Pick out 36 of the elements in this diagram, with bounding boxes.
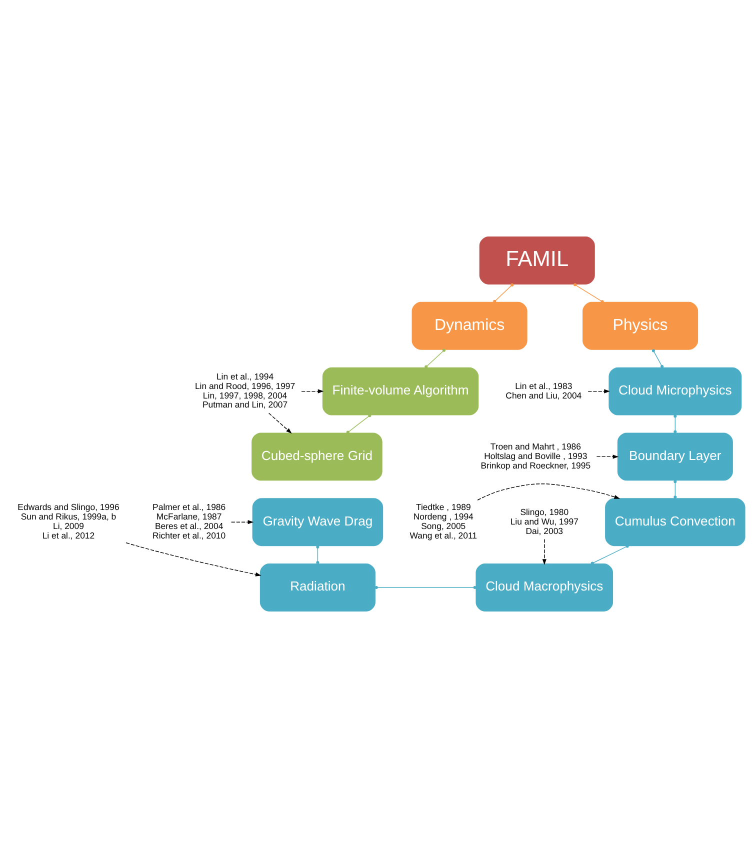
connector <box>652 348 664 368</box>
connector <box>674 480 677 498</box>
node-box: Gravity Wave Drag <box>252 498 384 546</box>
node-text: Troen and Mahrt , 1986 Holtslag and Boville , 1993 Brinkop and Roeckner, 1995 <box>480 441 591 470</box>
connector <box>346 414 372 434</box>
connector <box>493 282 514 302</box>
node-box: Finite-volume Algorithm <box>322 366 479 415</box>
arrow <box>301 388 324 393</box>
arrow <box>126 542 262 576</box>
connector <box>374 585 476 588</box>
node-text: Lin et al., 1983 Chen and Liu, 2004 <box>506 380 582 400</box>
node-text: Lin et al., 1994 Lin and Rood, 1996, 1997 Lin, 1997, 1998, 2004 Putman and Lin, 2007 <box>194 370 296 410</box>
connector <box>674 414 677 433</box>
arrow <box>588 388 610 393</box>
node-box: Cubed-sphere Grid <box>252 432 382 480</box>
node-text: Slingo, 1980 Liu and Wu, 1997 Dai, 2003 <box>510 506 578 536</box>
arrow <box>542 538 546 564</box>
arrow <box>596 454 619 458</box>
node-box: FAMIL <box>479 236 595 284</box>
node-box: Cloud Macrophysics <box>476 563 614 611</box>
node-box: Radiation <box>260 563 376 611</box>
node-text: Tiedtke , 1989 Nordeng , 1994 Song, 2005 Wang et al., 2011 <box>410 502 478 540</box>
node-box: Cumulus Convection <box>605 498 746 546</box>
node-box: Physics <box>582 301 698 350</box>
connector <box>316 545 320 564</box>
connector <box>590 544 629 564</box>
arrow <box>477 483 620 500</box>
connector <box>424 348 446 368</box>
node-box: Cloud Microphysics <box>608 366 742 415</box>
node-text: Palmer et al., 1986 McFarlane, 1987 Beres et al., 2004 Richter et al., 2010 <box>152 502 226 540</box>
node-box: Boundary Layer <box>617 432 733 480</box>
arrow <box>230 520 254 524</box>
arrow <box>268 412 292 434</box>
connector <box>574 282 604 303</box>
node-text: Edwards and Slingo, 1996 Sun and Rikus, 1999a, b Li, 2009 Li et al., 2012 <box>18 502 120 540</box>
node-box: Dynamics <box>412 301 528 350</box>
